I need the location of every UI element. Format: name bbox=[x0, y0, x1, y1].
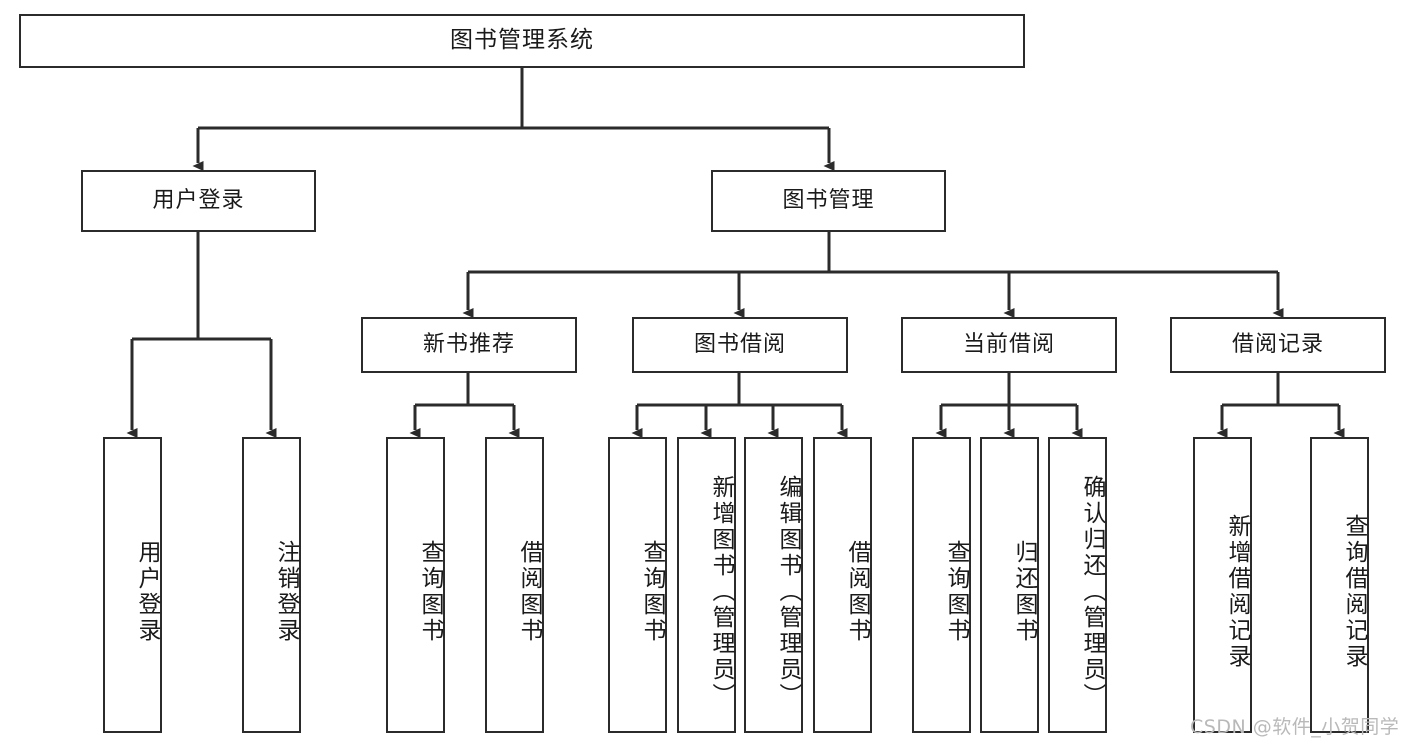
node-label: 用户登录 bbox=[134, 540, 160, 644]
node-label: 用户登录 bbox=[152, 187, 245, 213]
node-label: 图书借阅 bbox=[693, 331, 786, 357]
node-book-borrow[interactable]: 图书借阅 bbox=[632, 317, 848, 373]
node-label: 新增图书（管理员） bbox=[708, 475, 734, 709]
node-label: 当前借阅 bbox=[962, 331, 1055, 357]
leaf-logout[interactable]: 注销登录 bbox=[242, 437, 301, 733]
node-root-system[interactable]: 图书管理系统 bbox=[19, 14, 1025, 68]
leaf-user-login[interactable]: 用户登录 bbox=[103, 437, 162, 733]
node-label: 查询图书 bbox=[417, 540, 443, 644]
node-new-book-recommend[interactable]: 新书推荐 bbox=[361, 317, 577, 373]
node-label: 确认归还（管理员） bbox=[1079, 475, 1105, 709]
leaf-new-book-borrow[interactable]: 借阅图书 bbox=[485, 437, 544, 733]
node-label: 查询借阅记录 bbox=[1341, 514, 1367, 670]
node-label: 新书推荐 bbox=[422, 331, 515, 357]
leaf-new-book-query[interactable]: 查询图书 bbox=[386, 437, 445, 733]
node-label: 图书管理 bbox=[782, 187, 875, 213]
csdn-watermark: CSDN @软件_小贺同学 bbox=[1190, 716, 1400, 738]
leaf-current-query-book[interactable]: 查询图书 bbox=[912, 437, 971, 733]
leaf-borrow-query-book[interactable]: 查询图书 bbox=[608, 437, 667, 733]
node-book-management[interactable]: 图书管理 bbox=[711, 170, 946, 232]
leaf-add-book-admin[interactable]: 新增图书（管理员） bbox=[677, 437, 736, 733]
node-label: 注销登录 bbox=[273, 540, 299, 644]
node-borrow-record[interactable]: 借阅记录 bbox=[1170, 317, 1386, 373]
leaf-edit-book-admin[interactable]: 编辑图书（管理员） bbox=[744, 437, 803, 733]
node-label: 借阅记录 bbox=[1231, 331, 1324, 357]
leaf-query-borrow-record[interactable]: 查询借阅记录 bbox=[1310, 437, 1369, 733]
node-label: 查询图书 bbox=[639, 540, 665, 644]
leaf-borrow-book[interactable]: 借阅图书 bbox=[813, 437, 872, 733]
node-label: 查询图书 bbox=[943, 540, 969, 644]
node-current-borrow[interactable]: 当前借阅 bbox=[901, 317, 1117, 373]
node-label: 借阅图书 bbox=[844, 540, 870, 644]
node-label: 借阅图书 bbox=[516, 540, 542, 644]
node-label: 图书管理系统 bbox=[450, 27, 594, 54]
node-label: 归还图书 bbox=[1011, 540, 1037, 644]
node-label: 编辑图书（管理员） bbox=[775, 475, 801, 709]
node-user-login[interactable]: 用户登录 bbox=[81, 170, 316, 232]
leaf-confirm-return-admin[interactable]: 确认归还（管理员） bbox=[1048, 437, 1107, 733]
node-label: 新增借阅记录 bbox=[1224, 514, 1250, 670]
leaf-return-book[interactable]: 归还图书 bbox=[980, 437, 1039, 733]
leaf-add-borrow-record[interactable]: 新增借阅记录 bbox=[1193, 437, 1252, 733]
